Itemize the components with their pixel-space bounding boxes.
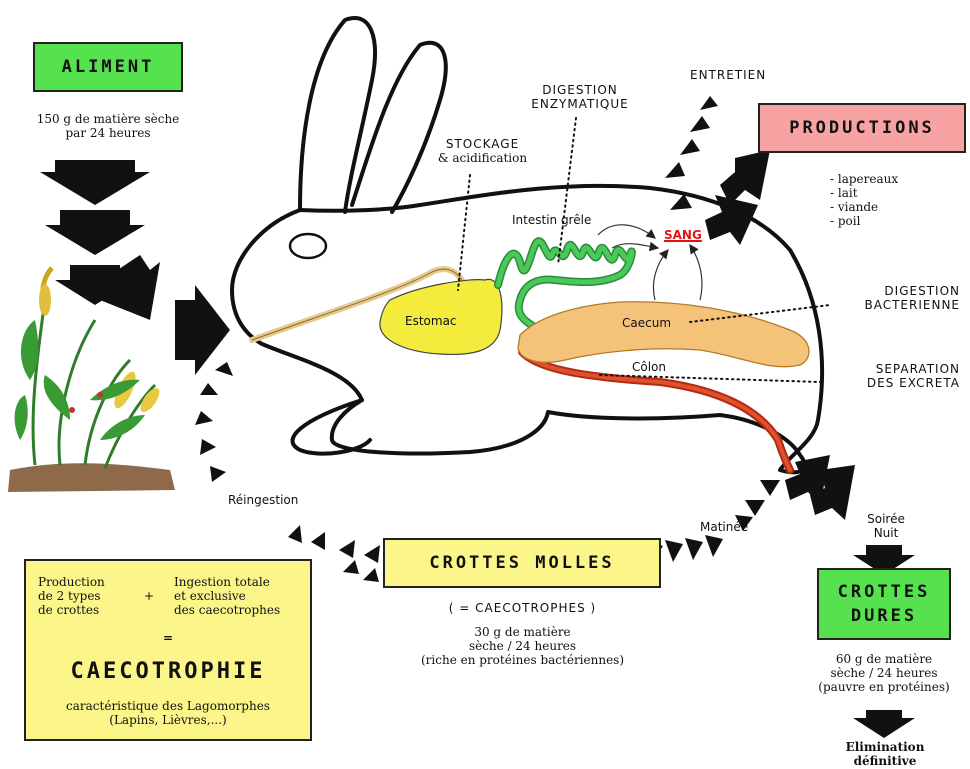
reingestion-arrows <box>195 362 233 482</box>
caecotrophie-right-text: Ingestion totale et exclusive des caecot… <box>174 575 280 617</box>
crottes-dures-line3: (pauvre en protéines) <box>800 680 968 694</box>
aliment-info-line1: 150 g de matière sèche <box>8 112 208 126</box>
caecotrophie-subtitle: caractéristique des Lagomorphes (Lapins,… <box>26 699 310 727</box>
caecotrophes-line2: sèche / 24 heures <box>405 639 640 653</box>
caecotrophie-right-line1: Ingestion totale <box>174 575 280 589</box>
productions-item: - lait <box>830 186 898 200</box>
stockage-line1: STOCKAGE <box>420 137 545 151</box>
aliment-box: ALIMENT <box>33 42 183 92</box>
nuit-line: Nuit <box>858 526 914 540</box>
productions-item: - lapereaux <box>830 172 898 186</box>
crottes-dures-line2: sèche / 24 heures <box>800 666 968 680</box>
separation-label: SEPARATION DES EXCRETA <box>820 362 960 390</box>
caecotrophes-equivalence: ( = CAECOTROPHES ) <box>405 601 640 615</box>
excretion-arrows <box>645 455 855 564</box>
caecotrophie-right-line2: et exclusive <box>174 589 280 603</box>
reingestion-label: Réingestion <box>228 493 298 507</box>
crottes-dures-line1: 60 g de matière <box>800 652 968 666</box>
aliment-title: ALIMENT <box>62 57 155 77</box>
estomac-label: Estomac <box>405 314 457 328</box>
crottes-dures-title-line1: CROTTES <box>838 580 931 604</box>
sang-label: SANG <box>664 228 702 242</box>
caecotrophes-line1: 30 g de matière <box>405 625 640 639</box>
caecotrophie-title: CAECOTROPHIE <box>26 659 310 684</box>
digestion-bacterienne-line2: BACTERIENNE <box>820 298 960 312</box>
caecotrophie-left-text: Production de 2 types de crottes <box>38 575 105 617</box>
crottes-dures-title-line2: DURES <box>851 604 917 628</box>
aliment-info-line2: par 24 heures <box>8 126 208 140</box>
elimination-line2: définitive <box>835 754 935 768</box>
caecotrophes-info: ( = CAECOTROPHES ) 30 g de matière sèche… <box>405 601 640 667</box>
digestion-enzymatique-line1: DIGESTION <box>520 83 640 97</box>
crottes-molles-box: CROTTES MOLLES <box>383 538 661 588</box>
caecotrophie-sub-line1: caractéristique des Lagomorphes <box>26 699 310 713</box>
intestin-grele-label: Intestin grêle <box>512 213 591 227</box>
caecotrophie-sub-line2: (Lapins, Lièvres,...) <box>26 713 310 727</box>
crottes-dures-info: 60 g de matière sèche / 24 heures (pauvr… <box>800 652 968 694</box>
caecotrophie-left-line3: de crottes <box>38 603 105 617</box>
soiree-nuit-label: Soirée Nuit <box>858 512 914 540</box>
productions-list: - lapereaux - lait - viande - poil <box>830 172 898 228</box>
caecum-shape <box>518 302 809 367</box>
digestion-enzymatique-line2: ENZYMATIQUE <box>520 97 640 111</box>
caecotrophes-line3: (riche en protéines bactériennes) <box>405 653 640 667</box>
stockage-line2: & acidification <box>420 151 545 165</box>
elimination-line1: Elimination <box>835 740 935 754</box>
aliment-info: 150 g de matière sèche par 24 heures <box>8 112 208 140</box>
caecotrophie-plus: + <box>144 589 154 603</box>
caecotrophie-left-line1: Production <box>38 575 105 589</box>
digestion-bacterienne-label: DIGESTION BACTERIENNE <box>820 284 960 312</box>
soiree-line: Soirée <box>858 512 914 526</box>
caecum-label: Caecum <box>622 316 671 330</box>
productions-title: PRODUCTIONS <box>789 118 935 138</box>
caecotrophie-left-line2: de 2 types <box>38 589 105 603</box>
productions-box: PRODUCTIONS <box>758 103 966 153</box>
stockage-label: STOCKAGE & acidification <box>420 137 545 165</box>
caecotrophie-equals: = <box>26 631 310 645</box>
separation-line1: SEPARATION <box>820 362 960 376</box>
matinee-label: Matinée <box>700 520 748 534</box>
digestion-enzymatique-label: DIGESTION ENZYMATIQUE <box>520 83 640 111</box>
caecotrophie-right-line3: des caecotrophes <box>174 603 280 617</box>
productions-item: - viande <box>830 200 898 214</box>
rabbit-eye <box>290 234 326 258</box>
colon-label: Côlon <box>632 360 666 374</box>
separation-line2: DES EXCRETA <box>820 376 960 390</box>
digestion-bacterienne-line1: DIGESTION <box>820 284 960 298</box>
caecotrophie-box: Production de 2 types de crottes + Inges… <box>24 559 312 741</box>
productions-item: - poil <box>830 214 898 228</box>
feeding-arrows <box>40 160 230 375</box>
elimination-label: Elimination définitive <box>835 740 935 768</box>
productions-arrows <box>665 96 770 245</box>
entretien-label: ENTRETIEN <box>690 68 766 82</box>
crottes-molles-title: CROTTES MOLLES <box>429 553 614 573</box>
crottes-dures-box: CROTTES DURES <box>817 568 951 640</box>
